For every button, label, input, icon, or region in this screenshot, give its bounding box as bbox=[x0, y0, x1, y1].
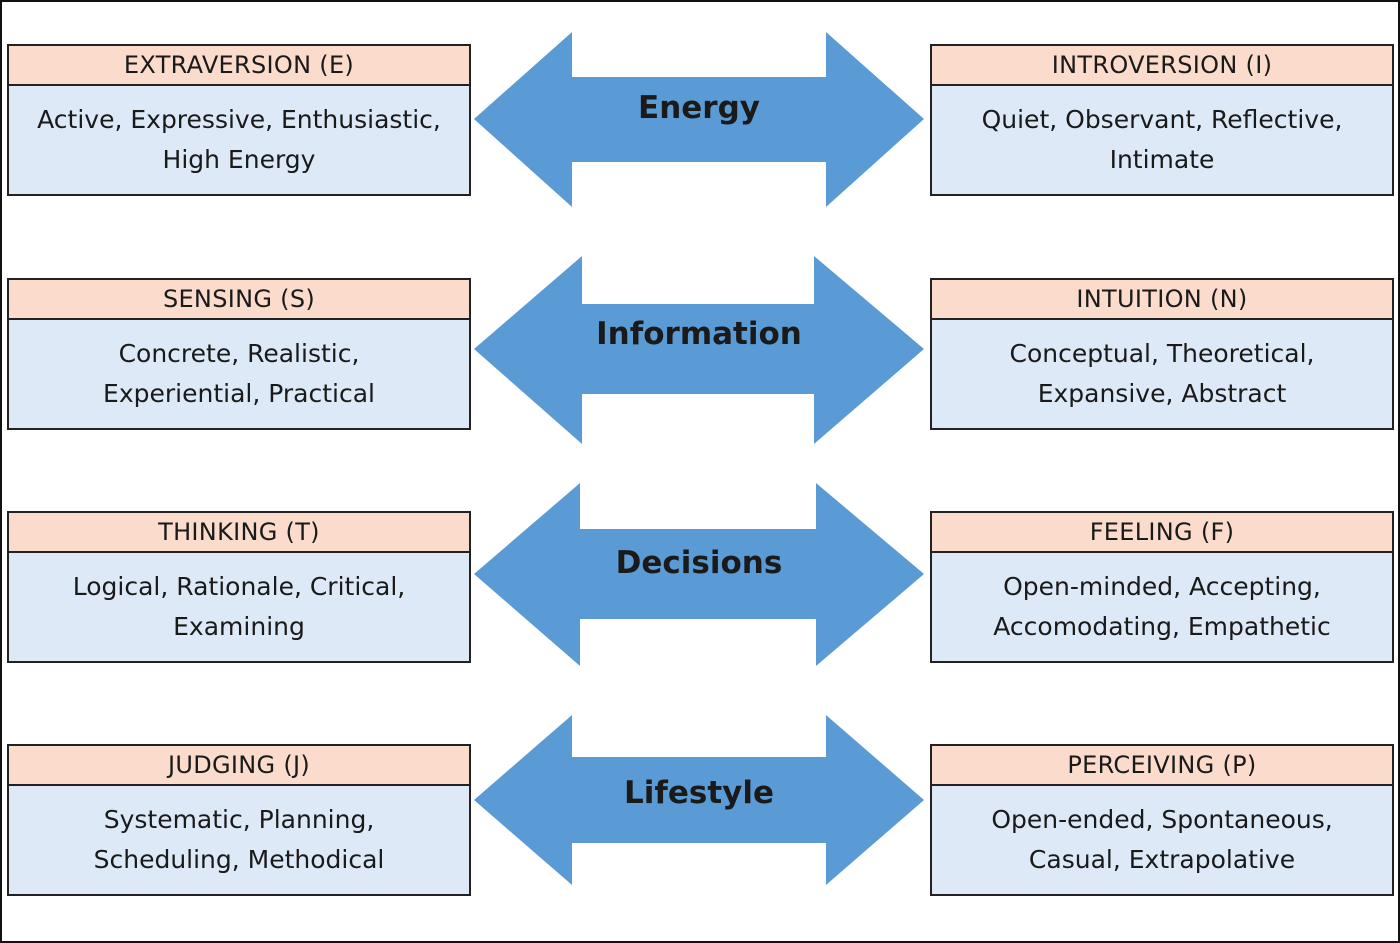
intuition-box: INTUITION (N) Conceptual, Theoretical, E… bbox=[930, 278, 1394, 430]
energy-label: Energy bbox=[638, 90, 760, 126]
sensing-traits-line1: Concrete, Realistic, bbox=[118, 339, 360, 368]
thinking-traits-line2: Examining bbox=[173, 612, 305, 641]
feeling-traits-line1: Open-minded, Accepting, bbox=[1003, 572, 1321, 601]
sensing-box: SENSING (S) Concrete, Realistic, Experie… bbox=[7, 278, 471, 430]
extraversion-box: EXTRAVERSION (E) Active, Expressive, Ent… bbox=[7, 44, 471, 196]
sensing-traits-line2: Experiential, Practical bbox=[103, 379, 375, 408]
information-double-arrow: Information bbox=[474, 256, 924, 444]
sensing-traits: Concrete, Realistic, Experiential, Pract… bbox=[9, 320, 469, 428]
information-label: Information bbox=[596, 316, 802, 352]
judging-traits: Systematic, Planning, Scheduling, Method… bbox=[9, 786, 469, 894]
perceiving-traits: Open-ended, Spontaneous, Casual, Extrapo… bbox=[932, 786, 1392, 894]
thinking-traits-line1: Logical, Rationale, Critical, bbox=[72, 572, 406, 601]
perceiving-box: PERCEIVING (P) Open-ended, Spontaneous, … bbox=[930, 744, 1394, 896]
sensing-title: SENSING (S) bbox=[9, 280, 469, 320]
judging-title: JUDGING (J) bbox=[9, 746, 469, 786]
thinking-box: THINKING (T) Logical, Rationale, Critica… bbox=[7, 511, 471, 663]
thinking-traits: Logical, Rationale, Critical, Examining bbox=[9, 553, 469, 661]
double-arrow-icon bbox=[474, 256, 924, 444]
judging-traits-line2: Scheduling, Methodical bbox=[93, 845, 385, 874]
feeling-traits: Open-minded, Accepting, Accomodating, Em… bbox=[932, 553, 1392, 661]
intuition-title: INTUITION (N) bbox=[932, 280, 1392, 320]
extraversion-traits-line1: Active, Expressive, Enthusiastic, bbox=[37, 105, 441, 134]
introversion-traits-line1: Quiet, Observant, Reflective, bbox=[981, 105, 1343, 134]
judging-traits-line1: Systematic, Planning, bbox=[103, 805, 375, 834]
intuition-traits-line2: Expansive, Abstract bbox=[1037, 379, 1287, 408]
extraversion-title: EXTRAVERSION (E) bbox=[9, 46, 469, 86]
double-arrow-icon bbox=[474, 32, 924, 207]
lifestyle-double-arrow: Lifestyle bbox=[474, 715, 924, 890]
introversion-box: INTROVERSION (I) Quiet, Observant, Refle… bbox=[930, 44, 1394, 196]
judging-box: JUDGING (J) Systematic, Planning, Schedu… bbox=[7, 744, 471, 896]
perceiving-traits-line2: Casual, Extrapolative bbox=[1028, 845, 1296, 874]
introversion-title: INTROVERSION (I) bbox=[932, 46, 1392, 86]
energy-double-arrow: Energy bbox=[474, 32, 924, 207]
extraversion-traits-line2: High Energy bbox=[162, 145, 316, 174]
intuition-traits-line1: Conceptual, Theoretical, bbox=[1009, 339, 1315, 368]
intuition-traits: Conceptual, Theoretical, Expansive, Abst… bbox=[932, 320, 1392, 428]
feeling-traits-line2: Accomodating, Empathetic bbox=[993, 612, 1331, 641]
double-arrow-icon bbox=[474, 483, 924, 666]
extraversion-traits: Active, Expressive, Enthusiastic, High E… bbox=[9, 86, 469, 194]
feeling-title: FEELING (F) bbox=[932, 513, 1392, 553]
feeling-box: FEELING (F) Open-minded, Accepting, Acco… bbox=[930, 511, 1394, 663]
lifestyle-label: Lifestyle bbox=[623, 775, 775, 811]
decisions-label: Decisions bbox=[615, 545, 783, 581]
double-arrow-icon bbox=[474, 715, 924, 885]
introversion-traits-line2: Intimate bbox=[1109, 145, 1215, 174]
thinking-title: THINKING (T) bbox=[9, 513, 469, 553]
introversion-traits: Quiet, Observant, Reflective, Intimate bbox=[932, 86, 1392, 194]
perceiving-traits-line1: Open-ended, Spontaneous, bbox=[991, 805, 1333, 834]
decisions-double-arrow: Decisions bbox=[474, 483, 924, 666]
perceiving-title: PERCEIVING (P) bbox=[932, 746, 1392, 786]
